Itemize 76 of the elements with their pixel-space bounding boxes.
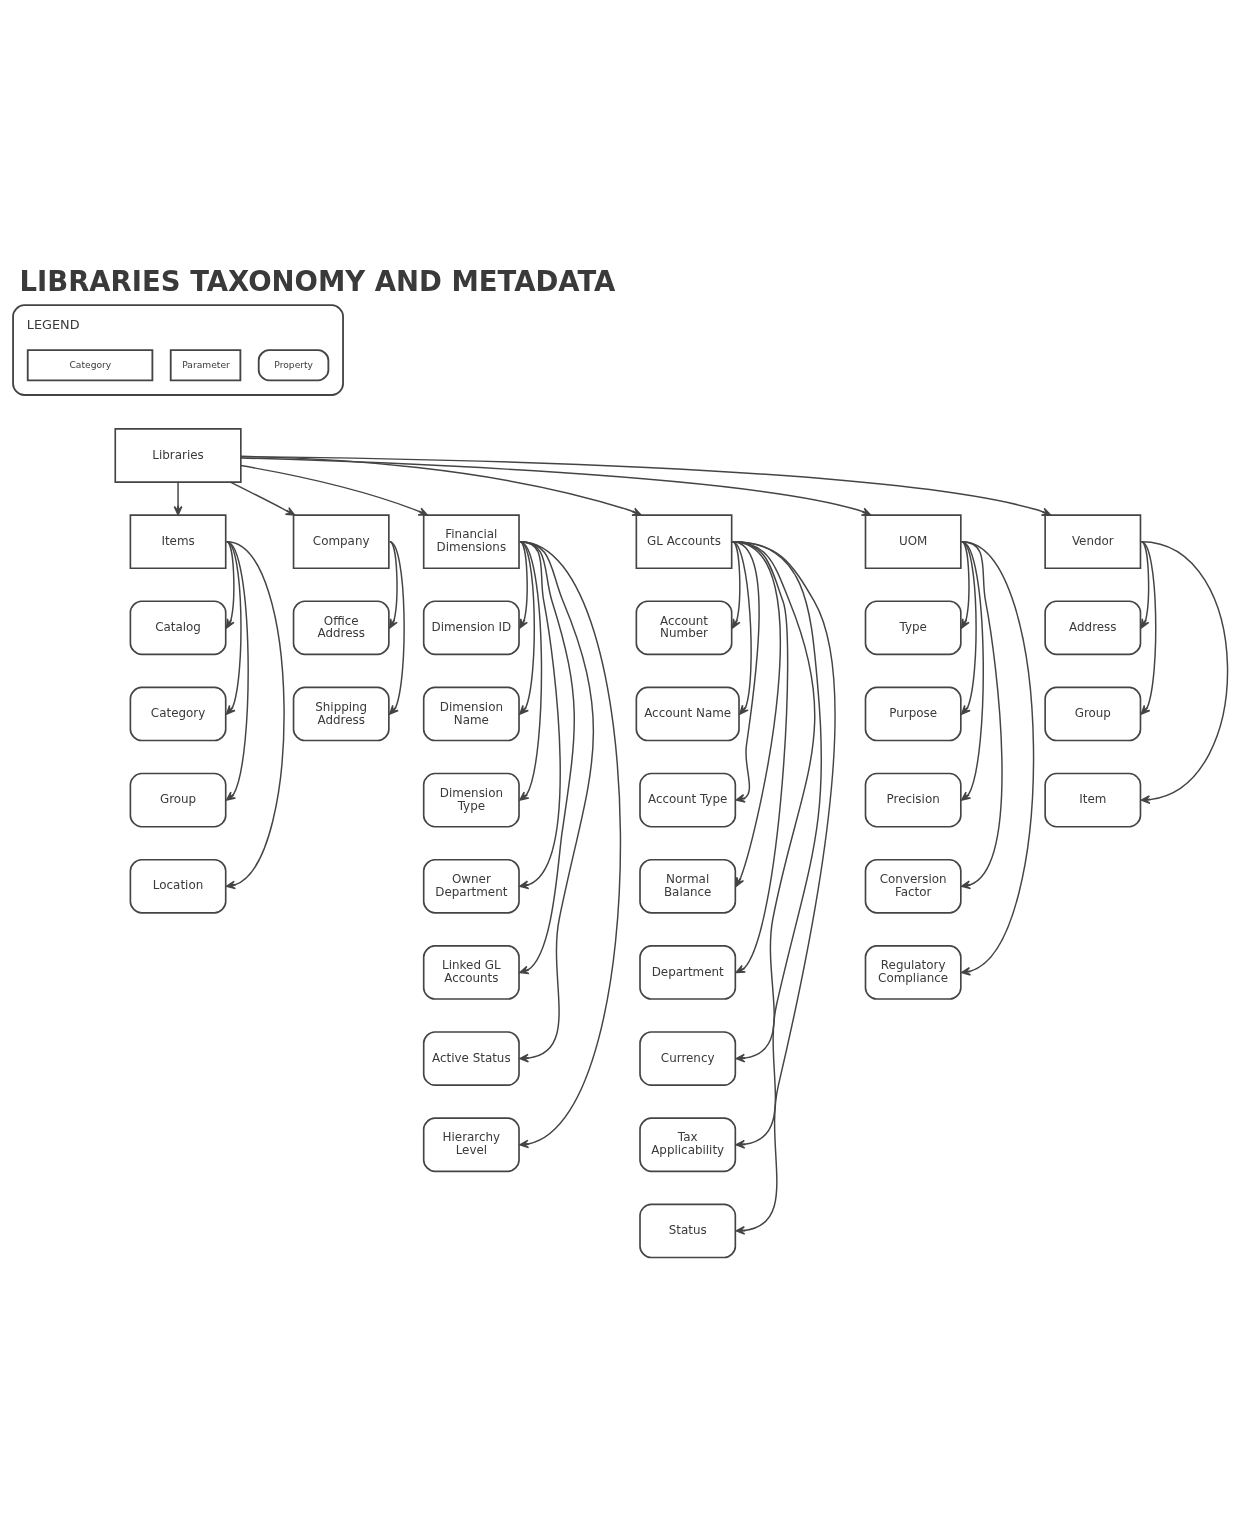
arrow: [229, 480, 296, 516]
arrow: [1140, 540, 1157, 715]
node-box: Active Status: [422, 1030, 520, 1086]
node-box: Catalog: [129, 599, 227, 655]
node-box: Account Type: [639, 772, 737, 828]
node-box: UOM: [864, 513, 962, 569]
arrow: [240, 455, 1052, 516]
arrow: [961, 540, 977, 715]
node-box: Hierarchy Level: [422, 1116, 520, 1172]
node-box: Regulatory Compliance: [864, 944, 962, 1000]
node-box: Group: [1044, 686, 1142, 741]
node-box: GL Accounts: [635, 513, 733, 569]
node-box: Linked GL Accounts: [422, 944, 520, 1000]
node-box: Normal Balance: [639, 858, 737, 914]
arrow: [519, 540, 595, 1063]
arrow: [731, 540, 836, 1235]
node-box: Conversion Factor: [864, 858, 962, 914]
node-box: Item: [1044, 772, 1142, 828]
arrow: [519, 540, 535, 715]
arrow: [1140, 540, 1150, 629]
node-box: Status: [639, 1203, 737, 1258]
arrow: [519, 540, 543, 801]
arrow: [519, 540, 622, 1148]
node-box: Libraries: [114, 427, 242, 483]
arrow: [1140, 540, 1229, 804]
node-box: Office Address: [292, 599, 390, 655]
node-box: Items: [129, 513, 227, 569]
arrow: [240, 455, 642, 516]
arrow: [240, 456, 872, 516]
arrow: [240, 464, 428, 516]
node-box: Precision: [864, 772, 962, 828]
arrow: [961, 540, 984, 801]
diagram-title: LIBRARIES TAXONOMY AND METADATA: [19, 264, 616, 297]
node-box: Account Number: [635, 599, 733, 655]
node-box: Vendor: [1044, 513, 1142, 569]
legend-label: Property: [274, 357, 314, 369]
legend-label: Category: [69, 357, 112, 369]
node-box: Currency: [639, 1030, 737, 1086]
node-box: Shipping Address: [292, 686, 390, 741]
arrow: [731, 540, 760, 803]
arrow: [389, 540, 398, 629]
legend-label: Parameter: [182, 357, 230, 369]
node-box: Department: [639, 944, 737, 1000]
arrow: [961, 540, 970, 629]
arrow: [961, 540, 1003, 889]
arrow: [173, 480, 183, 516]
arrow: [731, 540, 752, 715]
arrow: [731, 540, 823, 1149]
arrow: [519, 540, 561, 889]
arrow: [519, 540, 528, 629]
arrow: [389, 540, 405, 715]
arrow: [731, 540, 741, 629]
arrow: [961, 540, 1035, 976]
node-box: Group: [129, 772, 227, 828]
node-box: Location: [129, 858, 227, 914]
node-box: Address: [1044, 599, 1142, 655]
node-box: Category: [129, 686, 227, 741]
node-box: Dimension Type: [422, 772, 520, 828]
arrow: [519, 540, 575, 974]
arrow: [731, 540, 789, 973]
node-box: Tax Applicability: [639, 1116, 737, 1172]
node-box: Dimension Name: [422, 686, 520, 741]
node-box: Purpose: [864, 686, 962, 741]
node-box: Financial Dimensions: [422, 513, 520, 569]
node-box: Type: [864, 599, 962, 655]
arrow: [225, 540, 285, 889]
arrow: [731, 540, 781, 887]
node-box: Owner Department: [422, 858, 520, 914]
node-box: Dimension ID: [422, 599, 520, 655]
node-box: Company: [292, 513, 390, 569]
label: LEGEND: [26, 316, 80, 332]
arrow: [225, 540, 235, 629]
arrow: [225, 540, 249, 801]
node-box: Account Name: [635, 686, 740, 741]
arrow: [225, 540, 242, 715]
arrow: [731, 540, 816, 1063]
